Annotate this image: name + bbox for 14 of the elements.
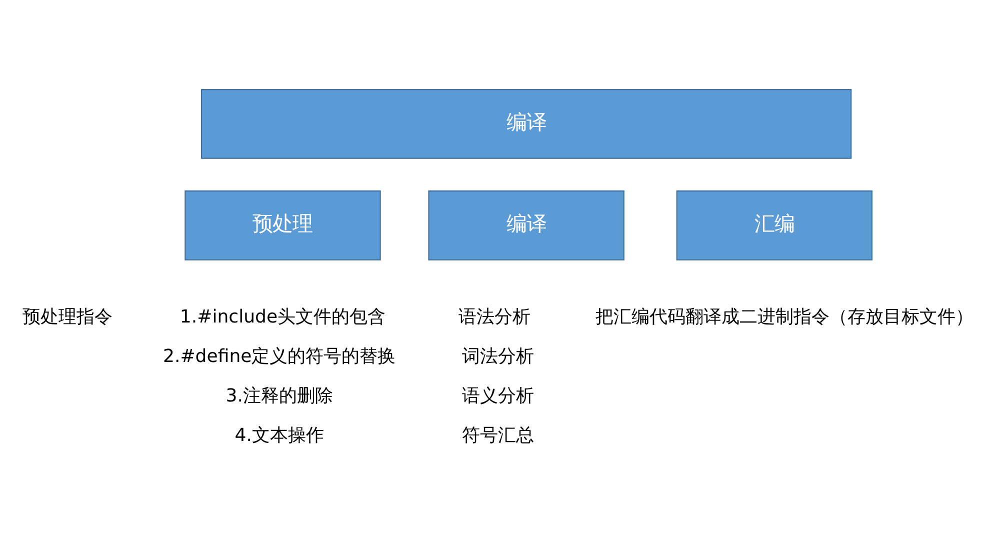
- label: 符号汇总: [462, 425, 534, 446]
- label: 语法分析: [458, 306, 531, 328]
- label: 3.注释的删除: [226, 386, 333, 407]
- label: 预处理指令: [22, 306, 112, 328]
- label: 2.#define定义的符号的替换: [162, 346, 396, 368]
- node-box: 汇编: [676, 190, 873, 260]
- label: 把汇编代码翻译成二进制指令（存放目标文件）: [596, 306, 974, 328]
- label: 语义分析: [462, 386, 534, 407]
- label: 4.文本操作: [234, 425, 324, 446]
- label: 1.#include头文件的包含: [180, 306, 386, 328]
- node-box: 编译: [201, 88, 852, 159]
- label: 词法分析: [462, 346, 534, 368]
- node-box: 预处理: [184, 190, 381, 260]
- node-box: 编译: [428, 190, 624, 260]
